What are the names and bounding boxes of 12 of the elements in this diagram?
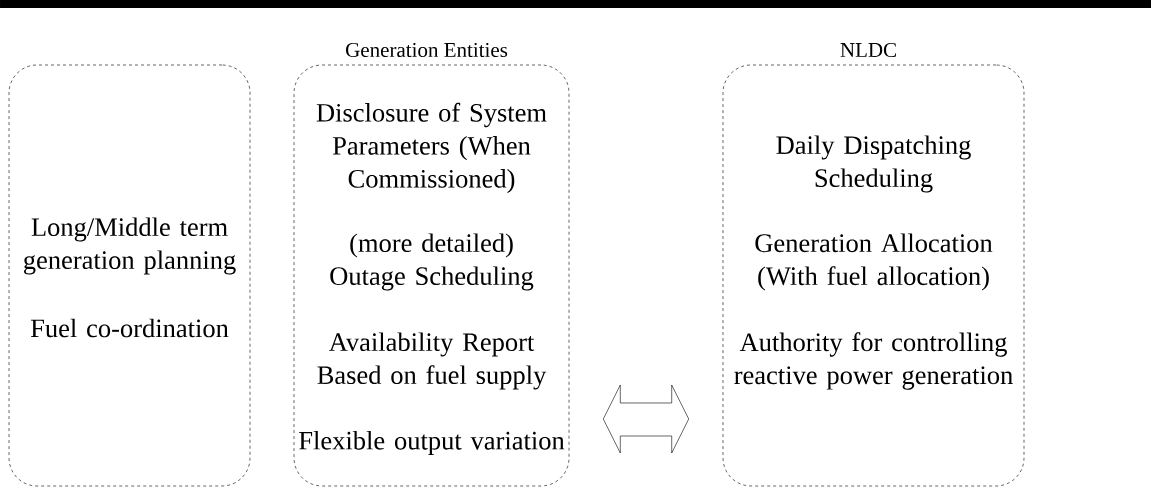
box-text: Daily Dispatching Scheduling [776,135,971,193]
box-text: Fuel co-ordination [30,318,229,338]
box-text: (more detailed) Outage Scheduling [330,233,534,291]
box-text: Availability Report Based on fuel supply [317,332,547,390]
box-text: Long/Middle term generation planning [23,217,236,275]
box-text: Flexible output variation [299,430,565,455]
double-arrow [603,384,689,454]
box-text: Disclosure of System Parameters (When Commissioned) [316,102,547,194]
box-text: Authority for controlling reactive power generation [734,332,1013,390]
box-heading: NLDC [840,42,896,58]
box-text: Generation Allocation (With fuel allocation) [755,233,993,291]
box-heading: Generation Entities [346,42,508,58]
